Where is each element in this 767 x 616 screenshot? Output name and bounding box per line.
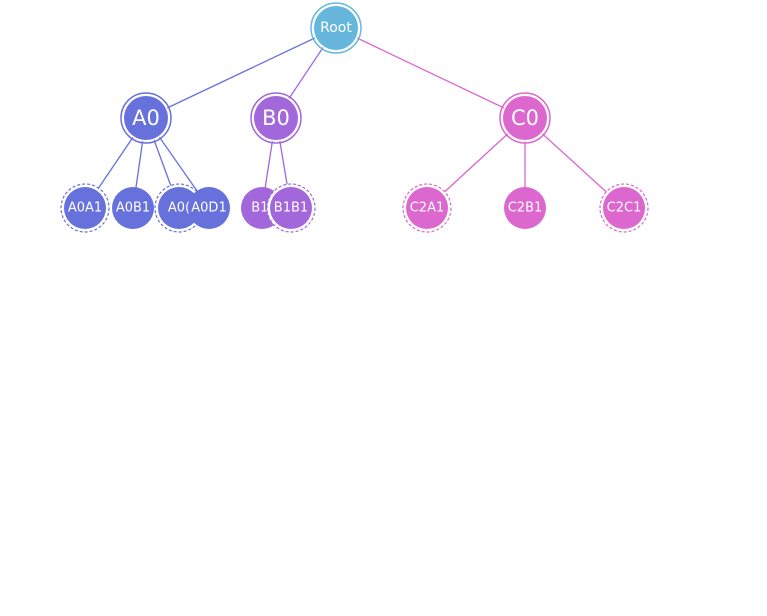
node-label: C0 [511, 106, 539, 130]
node-b0[interactable]: B0 [250, 92, 302, 144]
node-label: A0 [132, 106, 160, 130]
node-c2c1[interactable]: C2C1 [599, 183, 649, 233]
node-outer-ring [499, 92, 551, 144]
node-circle [188, 187, 230, 229]
node-label: B1B1 [274, 201, 308, 216]
node-label: A0D1 [191, 201, 226, 216]
node-a0d1[interactable]: A0D1 [188, 187, 230, 229]
node-c2b1[interactable]: C2B1 [504, 187, 546, 229]
node-circle [314, 6, 358, 50]
node-label: Root [320, 20, 352, 36]
node-label: C2A1 [410, 201, 445, 216]
node-root[interactable]: Root [310, 2, 362, 54]
node-a0b1[interactable]: A0B1 [112, 187, 154, 229]
node-c2a1[interactable]: C2A1 [402, 183, 452, 233]
node-circle [406, 187, 448, 229]
node-a0c1[interactable]: A0( [154, 183, 204, 233]
node-circle [503, 96, 547, 140]
node-circle [112, 187, 154, 229]
node-c0[interactable]: C0 [499, 92, 551, 144]
node-label: C2C1 [607, 201, 642, 216]
node-outer-ring [310, 2, 362, 54]
node-outer-ring [250, 92, 302, 144]
node-label: C2B1 [508, 201, 543, 216]
node-b1b1[interactable]: B1B1 [266, 183, 316, 233]
node-circle [158, 187, 200, 229]
node-circle [603, 187, 645, 229]
node-label: A0B1 [116, 201, 150, 216]
node-label: A0A1 [68, 201, 102, 216]
node-label: A0( [168, 201, 190, 216]
node-a0a1[interactable]: A0A1 [60, 183, 110, 233]
node-circle [254, 96, 298, 140]
node-circle [124, 96, 168, 140]
node-outer-ring [120, 92, 172, 144]
link-root-to-a0 [145, 27, 337, 119]
node-label: B0 [262, 106, 290, 130]
node-circle [504, 187, 546, 229]
node-circle [270, 187, 312, 229]
link-root-to-c0 [335, 27, 526, 119]
node-a0[interactable]: A0 [120, 92, 172, 144]
node-circle [64, 187, 106, 229]
